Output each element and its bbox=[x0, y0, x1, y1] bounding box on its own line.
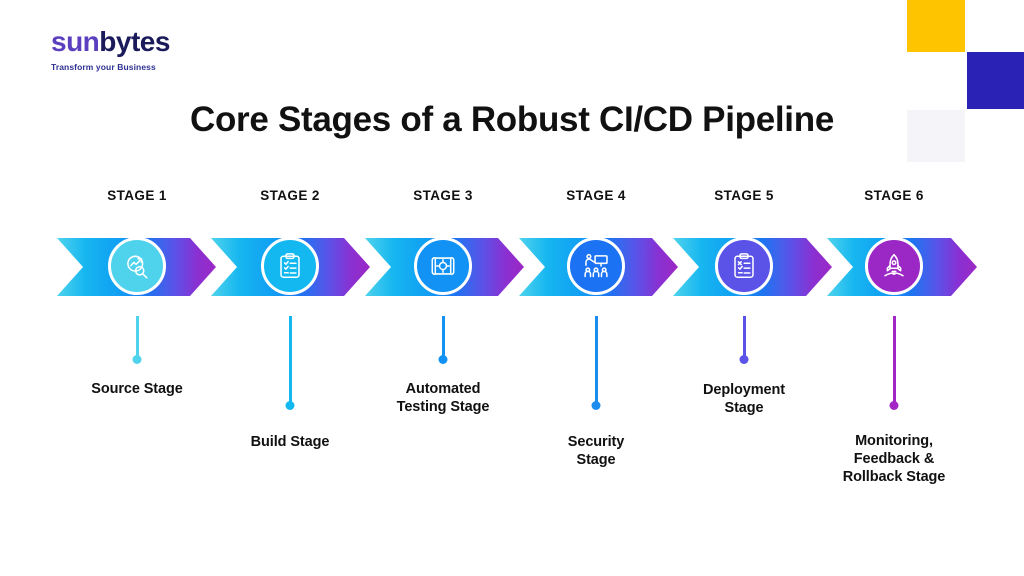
stage-connector-6 bbox=[889, 316, 899, 410]
stage-icon-circle-6[interactable] bbox=[865, 237, 923, 295]
stage-number-row: STAGE 1 STAGE 2 STAGE 3 STAGE 4 STAGE 5 STAGE… bbox=[57, 188, 977, 210]
stage-connector-2 bbox=[285, 316, 295, 410]
chart-magnifier-icon bbox=[123, 252, 151, 280]
stage-label-2: Build Stage bbox=[250, 434, 330, 450]
page-title: Core Stages of a Robust CI/CD Pipeline bbox=[190, 100, 834, 139]
stage-icon-circle-4[interactable] bbox=[567, 237, 625, 295]
clipboard-checklist-icon bbox=[276, 252, 304, 280]
logo-wordmark-bytes: bytes bbox=[99, 26, 170, 57]
stage-connector-dot-3 bbox=[438, 355, 448, 364]
logo-wordmark-sun: sun bbox=[51, 26, 100, 57]
logo-wordmark: sunbytes bbox=[51, 28, 251, 56]
stage-connector-dot-4 bbox=[591, 401, 601, 410]
stage-icon-circle-3[interactable] bbox=[414, 237, 472, 295]
brand-logo: sunbytes Transform your Business bbox=[51, 28, 251, 73]
stage-connector-4 bbox=[591, 316, 601, 410]
rocket-launch-icon bbox=[880, 252, 908, 280]
stage-connector-dot-1 bbox=[132, 355, 142, 364]
decor-square-gray bbox=[907, 110, 965, 162]
logo-tagline: Transform your Business bbox=[51, 62, 156, 72]
stage-connector-3 bbox=[438, 316, 448, 364]
chevron-segments bbox=[57, 238, 977, 296]
decor-square-blue bbox=[967, 52, 1024, 109]
stage-connector-dot-6 bbox=[889, 401, 899, 410]
decor-square-yellow bbox=[907, 0, 965, 52]
stage-number-3: STAGE 3 bbox=[413, 188, 473, 203]
stage-number-2: STAGE 2 bbox=[260, 188, 320, 203]
stage-number-1: STAGE 1 bbox=[107, 188, 167, 203]
stage-icon-circle-5[interactable] bbox=[715, 237, 773, 295]
clipboard-tasks-icon bbox=[730, 252, 758, 280]
stage-number-6: STAGE 6 bbox=[864, 188, 924, 203]
stage-connector-1 bbox=[132, 316, 142, 364]
stage-connector-dot-2 bbox=[285, 401, 295, 410]
stage-label-1: Source Stage bbox=[91, 381, 183, 397]
stage-icon-circle-1[interactable] bbox=[108, 237, 166, 295]
stage-connector-5 bbox=[739, 316, 749, 364]
blueprint-icon bbox=[429, 252, 457, 280]
stage-connector-dot-5 bbox=[739, 355, 749, 364]
stage-number-5: STAGE 5 bbox=[714, 188, 774, 203]
stage-label-6: Monitoring,Feedback &Rollback Stage bbox=[842, 433, 946, 486]
stage-number-4: STAGE 4 bbox=[566, 188, 626, 203]
presentation-team-icon bbox=[582, 252, 610, 280]
stage-icon-circle-2[interactable] bbox=[261, 237, 319, 295]
